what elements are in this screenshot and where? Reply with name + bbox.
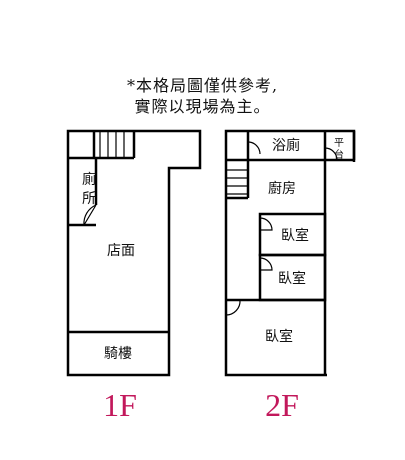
floor-2-platform-label-a: 平: [334, 138, 344, 149]
floor-1-toilet-label-b: 所: [82, 191, 96, 207]
floor-2-bedroom-1-label: 臥室: [281, 227, 309, 244]
floor-1-plan: 廁 所 店面 騎樓 1F: [66, 129, 202, 423]
disclaimer-line-2: 實際以現場為主。: [134, 97, 271, 116]
floor-2-label: 2F: [265, 387, 299, 423]
floor-2-bath-door: [247, 141, 261, 155]
floor-2-bedroom-2-label: 臥室: [278, 270, 306, 287]
floor-2-platform-door: [324, 147, 338, 161]
floor-1-toilet-label-a: 廁: [82, 171, 96, 188]
floor-2-kitchen-label: 廚房: [268, 180, 296, 197]
floor-1-arcade-label: 騎樓: [104, 346, 132, 362]
floor-1-outline: [66, 129, 202, 377]
floor-1-shop-label: 店面: [107, 243, 135, 259]
floor-1-label: 1F: [103, 387, 137, 423]
floor-2-bedroom-1-door: [259, 217, 273, 231]
floor-2-platform-label-b: 台: [334, 148, 344, 161]
disclaimer-line-1: *本格局圖僅供參考,: [126, 76, 279, 95]
floor-2-bedroom-2-door: [259, 257, 273, 271]
floor-2-plan: 浴廁 平 台 廚房 臥室 臥室 臥室 2F: [224, 129, 357, 423]
floor-2-bedroom-3-door: [225, 299, 241, 316]
floor-2-bathroom-label: 浴廁: [272, 137, 300, 154]
floor-1-toilet-door: [83, 204, 97, 226]
floor-2-bedroom-3-label: 臥室: [265, 328, 293, 345]
